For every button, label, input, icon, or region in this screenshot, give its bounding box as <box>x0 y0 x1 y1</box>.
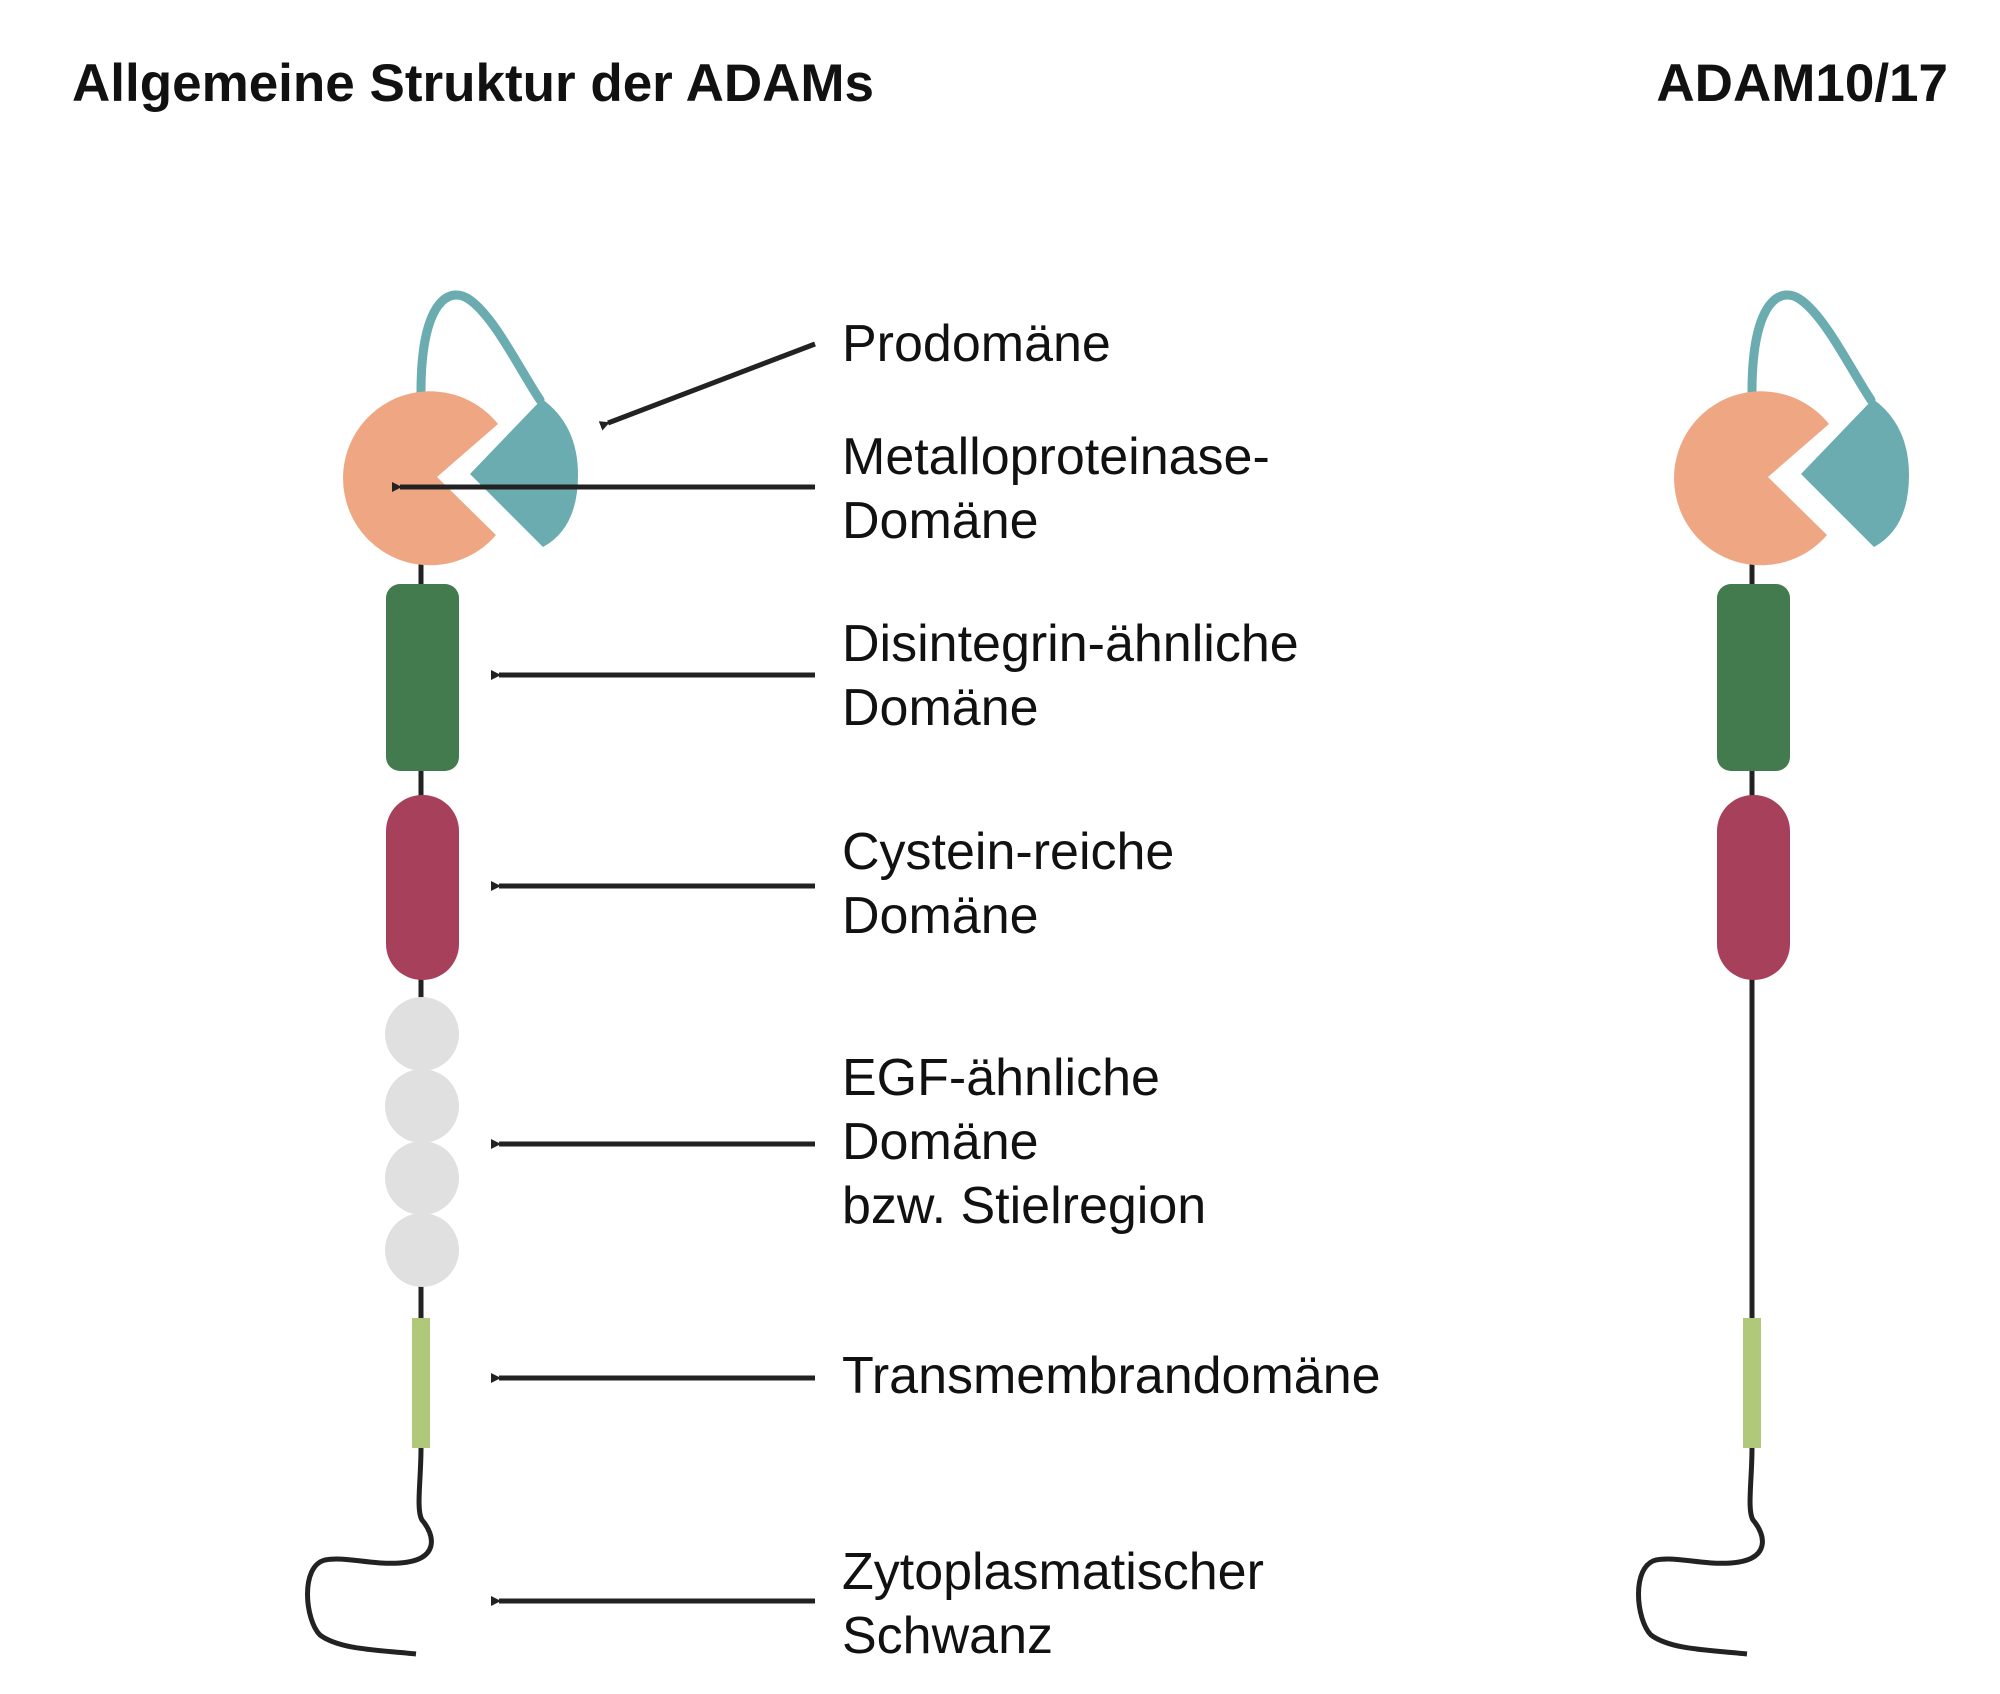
label-disintegrin: Disintegrin-ähnliche Domäne <box>842 612 1299 740</box>
diagram-title-general: Allgemeine Struktur der ADAMs <box>72 54 875 113</box>
label-line: Domäne <box>842 887 1039 945</box>
label-line: bzw. Stielregion <box>842 1177 1207 1235</box>
arrow-prodomain <box>598 341 816 431</box>
adam10-17-structure <box>1636 290 1909 1657</box>
label-arrows <box>392 341 816 1606</box>
egf-domain-circle <box>385 1213 459 1287</box>
label-prodomain: Prodomäne <box>842 312 1111 376</box>
metalloproteinase-domain <box>343 391 498 566</box>
label-cytoplasmic: Zytoplasmatischer Schwanz <box>842 1540 1264 1668</box>
label-line: Domäne <box>842 1113 1039 1171</box>
label-cysteine-rich: Cystein-reiche Domäne <box>842 820 1174 948</box>
prodomain-wedge <box>470 399 578 547</box>
label-line: Metalloproteinase- <box>842 428 1270 486</box>
cytoplasmic-tail <box>1636 1447 1765 1657</box>
egf-domain-circle <box>385 1069 459 1143</box>
label-line: Transmembrandomäne <box>842 1347 1381 1405</box>
prodomain-loop <box>416 290 545 405</box>
egf-domain-circle <box>385 1141 459 1215</box>
diagram-title-adam10-17: ADAM10/17 <box>1656 54 1948 113</box>
prodomain-loop <box>1747 290 1876 405</box>
label-egf: EGF-ähnliche Domäne bzw. Stielregion <box>842 1046 1206 1238</box>
label-transmembrane: Transmembrandomäne <box>842 1344 1381 1408</box>
label-line: Prodomäne <box>842 315 1111 373</box>
transmembrane-domain <box>412 1318 430 1448</box>
label-line: Domäne <box>842 679 1039 737</box>
label-line: Schwanz <box>842 1607 1053 1665</box>
label-line: Disintegrin-ähnliche <box>842 615 1299 673</box>
adam-general-structure <box>305 290 578 1657</box>
label-metalloproteinase: Metalloproteinase- Domäne <box>842 425 1270 553</box>
disintegrin-domain <box>1717 584 1790 771</box>
label-line: Domäne <box>842 492 1039 550</box>
cytoplasmic-tail <box>305 1447 434 1657</box>
label-line: EGF-ähnliche <box>842 1049 1160 1107</box>
disintegrin-domain <box>386 584 459 771</box>
egf-domain-circle <box>385 997 459 1071</box>
label-line: Cystein-reiche <box>842 823 1175 881</box>
label-line: Zytoplasmatischer <box>842 1543 1264 1601</box>
transmembrane-domain <box>1743 1318 1761 1448</box>
cysteine-rich-domain <box>1717 795 1790 980</box>
cysteine-rich-domain <box>386 795 459 980</box>
prodomain-wedge <box>1801 399 1909 547</box>
metalloproteinase-domain <box>1674 391 1829 566</box>
